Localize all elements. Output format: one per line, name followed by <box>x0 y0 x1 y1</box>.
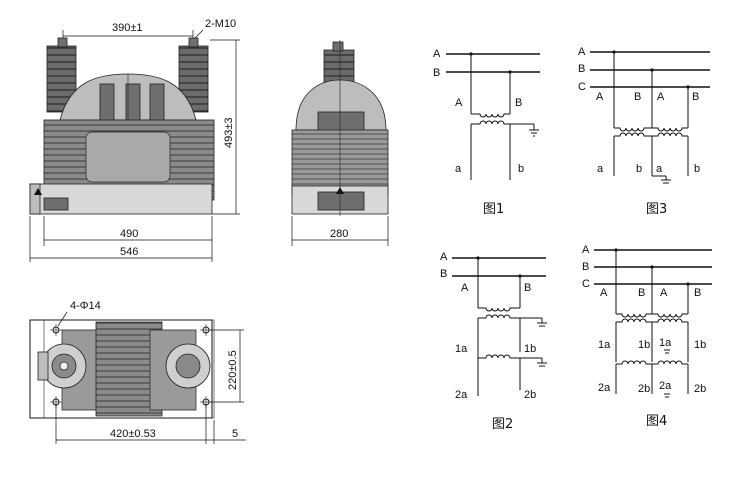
width-outer-label: 546 <box>120 246 138 258</box>
secondary2-label-b1: 2b <box>638 383 650 395</box>
offset-label: 5 <box>232 428 238 440</box>
front-view: 390±1 2-M10 493±3 490 546 <box>29 18 240 262</box>
secondary1-label-a: 1a <box>455 343 468 355</box>
secondary1-label-b2: 1b <box>694 339 706 351</box>
primary-label-b: B <box>515 97 522 109</box>
secondary1-label-a2: 1a <box>659 337 672 349</box>
wiring-diagram-3: A B C A B A B a b a b 图3 <box>578 46 710 217</box>
diagram-3-caption: 图3 <box>646 202 667 217</box>
dim-top-label: 390±1 <box>112 22 143 34</box>
secondary-label-b1: b <box>636 163 642 175</box>
secondary-label-a: a <box>455 163 462 175</box>
height-label: 493±3 <box>223 117 235 148</box>
primary-label-b1: B <box>638 287 645 299</box>
spacing-h-label: 420±0.53 <box>110 428 156 440</box>
bus-label-c: C <box>578 81 586 93</box>
secondary-label-a1: a <box>597 163 604 175</box>
secondary1-label-a1: 1a <box>598 339 611 351</box>
width-inner-label: 490 <box>120 228 138 240</box>
bus-label-a: A <box>582 244 590 256</box>
wiring-diagram-1: A B A B a b 图1 <box>433 48 540 217</box>
secondary2-label-b2: 2b <box>694 383 706 395</box>
bus-label-a: A <box>578 46 586 58</box>
secondary2-label-a: 2a <box>455 389 468 401</box>
secondary-label-b: b <box>518 163 524 175</box>
bus-label-c: C <box>582 278 590 290</box>
side-width-label: 280 <box>330 228 348 240</box>
primary-label-a2: A <box>660 287 668 299</box>
spacing-v-label: 220±0.5 <box>227 350 239 390</box>
secondary-label-b2: b <box>694 163 700 175</box>
primary-label-a2: A <box>657 91 665 103</box>
primary-label-b2: B <box>692 91 699 103</box>
primary-label-a: A <box>461 282 469 294</box>
primary-label-b1: B <box>634 91 641 103</box>
bus-label-b: B <box>433 67 440 79</box>
secondary-label-a2: a <box>656 163 663 175</box>
primary-label-a: A <box>455 97 463 109</box>
primary-coil <box>471 113 510 118</box>
diagram-1-caption: 图1 <box>483 202 504 217</box>
plan-view: 4-Φ14 220±0.5 420±0.53 5 <box>29 300 246 444</box>
primary-label-a1: A <box>600 287 608 299</box>
primary-label-b2: B <box>694 287 701 299</box>
bus-label-a: A <box>433 48 441 60</box>
wiring-diagram-2: A B A B 1a 1b 2a 2b 图2 <box>440 251 547 432</box>
primary-label-b: B <box>524 282 531 294</box>
primary-label-a1: A <box>596 91 604 103</box>
bus-label-b: B <box>440 268 447 280</box>
secondary1-label-b1: 1b <box>638 339 650 351</box>
terminal-label: 2-M10 <box>205 18 236 30</box>
secondary1-label-b: 1b <box>524 343 536 355</box>
bus-label-b: B <box>582 261 589 273</box>
side-view: 280 <box>291 40 389 246</box>
bus-label-a: A <box>440 251 448 263</box>
diagram-4-caption: 图4 <box>646 414 667 429</box>
secondary2-label-b: 2b <box>524 389 536 401</box>
plan-ribs <box>95 321 163 417</box>
secondary2-label-a2: 2a <box>659 380 672 392</box>
secondary2-label-a1: 2a <box>598 382 611 394</box>
bus-label-b: B <box>578 63 585 75</box>
wiring-diagram-4: A B C A B A B 1a 1b 1a 1b 2a 2b 2a 2b <box>582 244 712 429</box>
diagram-2-caption: 图2 <box>492 417 513 432</box>
holes-label: 4-Φ14 <box>70 300 101 312</box>
secondary-coil <box>471 120 510 125</box>
